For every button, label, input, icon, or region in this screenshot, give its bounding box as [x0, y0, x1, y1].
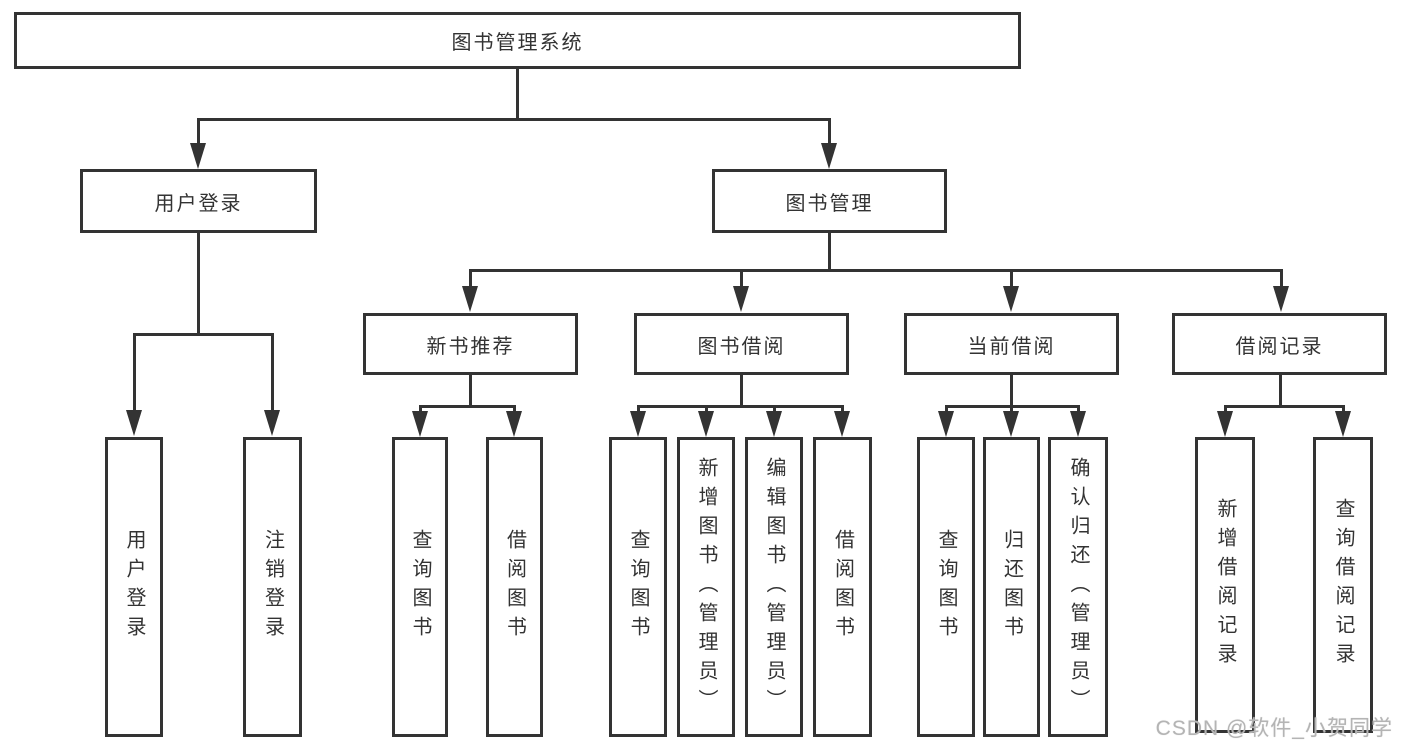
arrow-down-icon: [766, 411, 782, 437]
node-label: 编辑图书（管理员）: [763, 456, 785, 718]
leaf-query-books-recommend: 查询图书: [392, 437, 448, 737]
arrow-down-icon: [506, 411, 522, 437]
node-book-management: 图书管理: [712, 169, 947, 233]
arrow-down-icon: [462, 286, 478, 312]
arrow-down-icon: [190, 143, 206, 169]
node-label: 注销登录: [261, 529, 284, 645]
connector-vline: [1010, 405, 1013, 415]
connector-vline: [740, 269, 743, 287]
leaf-logout: 注销登录: [243, 437, 302, 737]
connector-vline: [945, 405, 948, 415]
arrow-down-icon: [1273, 286, 1289, 312]
connector-vline: [469, 375, 472, 408]
connector-vline: [1224, 405, 1227, 415]
node-label: 借阅记录: [1235, 335, 1324, 358]
connector-vline: [197, 233, 200, 335]
connector-hline: [133, 333, 274, 336]
node-label: 新书推荐: [426, 335, 515, 358]
arrow-down-icon: [1003, 286, 1019, 312]
node-label: 新增图书（管理员）: [695, 456, 717, 718]
node-label: 用户登录: [154, 192, 243, 215]
node-user-login: 用户登录: [80, 169, 317, 233]
leaf-edit-book-admin: 编辑图书（管理员）: [745, 437, 803, 737]
arrow-down-icon: [264, 410, 280, 436]
connector-vline: [705, 405, 708, 415]
node-label: 当前借阅: [967, 335, 1056, 358]
node-label: 借阅图书: [503, 529, 526, 645]
arrow-down-icon: [1003, 411, 1019, 437]
connector-hline: [1224, 405, 1344, 408]
connector-vline: [513, 405, 516, 415]
node-label: 确认归还（管理员）: [1067, 456, 1089, 718]
connector-vline: [419, 405, 422, 415]
arrow-down-icon: [938, 411, 954, 437]
leaf-add-borrow-record: 新增借阅记录: [1195, 437, 1255, 733]
node-current-borrowing: 当前借阅: [904, 313, 1119, 375]
arrow-down-icon: [1217, 411, 1233, 437]
node-label: 新增借阅记录: [1214, 498, 1236, 672]
connector-hline: [637, 405, 843, 408]
leaf-borrow-books: 借阅图书: [813, 437, 872, 737]
connector-vline: [828, 118, 831, 146]
connector-hline: [469, 269, 1283, 272]
arrow-down-icon: [834, 411, 850, 437]
leaf-borrow-books-recommend: 借阅图书: [486, 437, 543, 737]
connector-vline: [1010, 375, 1013, 408]
connector-vline: [637, 405, 640, 415]
node-label: 查询图书: [409, 529, 431, 645]
connector-vline: [469, 269, 472, 287]
node-book-borrowing: 图书借阅: [634, 313, 849, 375]
leaf-query-books-current: 查询图书: [917, 437, 975, 737]
connector-vline: [1342, 405, 1345, 415]
connector-vline: [740, 375, 743, 408]
arrow-down-icon: [1335, 411, 1351, 437]
connector-hline: [197, 118, 831, 121]
connector-vline: [1279, 375, 1282, 408]
leaf-add-book-admin: 新增图书（管理员）: [677, 437, 735, 737]
arrow-down-icon: [698, 411, 714, 437]
connector-vline: [828, 233, 831, 272]
node-label: 图书管理: [785, 192, 874, 215]
connector-vline: [516, 69, 519, 119]
connector-vline: [271, 333, 274, 411]
node-label: 归还图书: [1000, 529, 1023, 645]
arrow-down-icon: [821, 143, 837, 169]
leaf-query-books-borrowing: 查询图书: [609, 437, 667, 737]
node-label: 图书管理系统: [451, 32, 584, 54]
arrow-down-icon: [733, 286, 749, 312]
leaf-confirm-return-admin: 确认归还（管理员）: [1048, 437, 1108, 737]
connector-vline: [133, 333, 136, 411]
arrow-down-icon: [412, 411, 428, 437]
node-new-book-recommend: 新书推荐: [363, 313, 578, 375]
node-label: 用户登录: [123, 529, 145, 645]
node-label: 查询图书: [935, 529, 957, 645]
csdn-watermark: CSDN @软件_小贺同学: [1155, 717, 1393, 740]
node-label: 查询借阅记录: [1332, 498, 1354, 672]
connector-hline: [419, 405, 516, 408]
node-borrowing-records: 借阅记录: [1172, 313, 1387, 375]
connector-vline: [1010, 269, 1013, 287]
leaf-return-book: 归还图书: [983, 437, 1040, 737]
node-label: 查询图书: [627, 529, 649, 645]
arrow-down-icon: [1070, 411, 1086, 437]
connector-vline: [841, 405, 844, 415]
connector-vline: [1280, 269, 1283, 287]
connector-vline: [773, 405, 776, 415]
node-label: 借阅图书: [831, 529, 854, 645]
node-label: 图书借阅: [697, 335, 786, 358]
node-library-system: 图书管理系统: [14, 12, 1021, 69]
arrow-down-icon: [630, 411, 646, 437]
connector-vline: [1077, 405, 1080, 415]
leaf-query-borrow-record: 查询借阅记录: [1313, 437, 1373, 733]
connector-vline: [197, 118, 200, 146]
arrow-down-icon: [126, 410, 142, 436]
leaf-user-login: 用户登录: [105, 437, 163, 737]
